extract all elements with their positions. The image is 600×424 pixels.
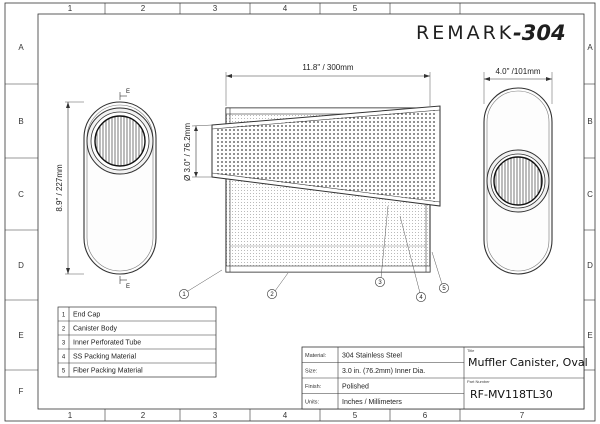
outlet-ribs — [493, 156, 543, 206]
zone-col-2-bottom: 2 — [141, 411, 146, 420]
part-1-number: 1 — [62, 313, 66, 319]
zone-row-b-left: B — [18, 117, 23, 126]
part-5-number: 5 — [62, 369, 66, 375]
size-value: 3.0 in. (76.2mm) Inner Dia. — [342, 368, 425, 375]
drawing-title: Muffler Canister, Oval — [468, 356, 588, 369]
center-section-view: 11.8" / 300mm Ø 3.0" / 76.2mm 1 2 3 4 — [179, 63, 449, 302]
zone-col-2-top: 2 — [141, 4, 146, 13]
title-label: Title — [467, 348, 475, 353]
tube-diameter-arrow-top — [194, 126, 198, 131]
callout-1-leader — [187, 269, 223, 292]
width-arrow-right — [546, 77, 552, 81]
part-1-name: End Cap — [73, 312, 100, 319]
width-arrow-left — [484, 77, 490, 81]
zone-row-d-left: D — [18, 261, 24, 270]
finish-value: Polished — [342, 384, 369, 391]
part-2-name: Canister Body — [73, 326, 117, 333]
width-dimension-label: 4.0" /101mm — [495, 67, 540, 76]
section-mark-top: E — [126, 89, 130, 95]
zone-col-1-top: 1 — [68, 4, 73, 13]
zone-col-3-top: 3 — [213, 4, 218, 13]
part-3-number: 3 — [62, 341, 66, 347]
callout-4: 4 — [416, 292, 426, 302]
outer-border — [4, 2, 596, 422]
length-arrow-right — [424, 74, 430, 78]
zone-row-e-left: E — [18, 331, 23, 340]
brand-name: REMARK — [416, 22, 514, 44]
zone-col-3-bottom: 3 — [213, 411, 218, 420]
material-value: 304 Stainless Steel — [342, 353, 402, 360]
part-2-number: 2 — [62, 327, 66, 333]
tube-diameter-label: Ø 3.0" / 76.2mm — [183, 123, 192, 181]
zone-row-c-right: C — [587, 190, 593, 199]
zone-col-4-bottom: 4 — [283, 411, 288, 420]
end-cap-inner-outline — [86, 104, 154, 272]
brand-logo: REMARK -304 — [416, 21, 566, 45]
part-number: RF-MV118TL30 — [470, 388, 553, 401]
part-4-number: 4 — [62, 355, 66, 361]
height-arrow-top — [66, 102, 70, 108]
height-dimension-label: 8.9" / 227mm — [55, 164, 64, 212]
inlet-opening-edge — [94, 115, 146, 167]
length-dimension-label: 11.8" / 300mm — [302, 63, 353, 72]
parts-list-border — [57, 306, 217, 378]
callout-4-number: 4 — [419, 295, 423, 301]
brand-suffix: -304 — [513, 21, 566, 45]
zone-row-f-left: F — [19, 387, 24, 396]
material-label: Material: — [305, 353, 327, 359]
tube-wall-top — [211, 109, 441, 130]
size-label: Size: — [305, 369, 318, 375]
parts-list: 1 End Cap 2 Canister Body 3 Inner Perfor… — [57, 306, 217, 378]
callout-5-leader — [431, 251, 443, 285]
callout-4-leader — [399, 215, 421, 294]
finish-label: Finish: — [305, 384, 322, 390]
title-block: Material: 304 Stainless Steel Size: 3.0 … — [301, 346, 588, 410]
right-end-view: 4.0" /101mm — [483, 67, 553, 275]
part-number-label: Part Number — [467, 379, 490, 384]
callout-3-number: 3 — [378, 280, 382, 286]
tube-wall-bottom — [211, 172, 441, 203]
zone-col-6-bottom: 6 — [423, 411, 428, 420]
callout-5: 5 — [439, 283, 449, 293]
left-end-view: E E 8.9" / 227mm — [55, 89, 157, 290]
part-4-name: SS Packing Material — [73, 354, 136, 361]
zone-row-c-left: C — [18, 190, 24, 199]
zone-row-b-right: B — [587, 117, 592, 126]
perforated-tube-holes — [216, 110, 436, 202]
zone-row-e-right: E — [587, 331, 592, 340]
callout-2-leader — [274, 272, 289, 292]
callout-3-leader — [380, 205, 389, 279]
tube-diameter-extension-top — [191, 124, 213, 127]
zone-col-5-top: 5 — [353, 4, 358, 13]
section-mark-bottom: E — [126, 284, 130, 290]
callout-1-number: 1 — [182, 292, 186, 298]
canister-wall-bottom — [225, 265, 431, 273]
zone-col-1-bottom: 1 — [68, 411, 73, 420]
units-value: Inches / Millimeters — [342, 399, 402, 406]
zone-col-7-bottom: 7 — [520, 411, 525, 420]
callout-2: 2 — [267, 289, 277, 299]
zone-col-4-top: 4 — [283, 4, 288, 13]
units-label: Units: — [305, 400, 320, 406]
zone-row-a-right: A — [587, 43, 593, 52]
callout-2-number: 2 — [270, 292, 274, 298]
callout-5-number: 5 — [442, 286, 446, 292]
part-5-name: Fiber Packing Material — [73, 368, 143, 375]
height-arrow-bottom — [66, 268, 70, 274]
callout-1: 1 — [179, 289, 189, 299]
zone-ticks — [5, 3, 595, 421]
part-3-name: Inner Perforated Tube — [73, 340, 141, 347]
callout-3: 3 — [375, 277, 385, 287]
zone-row-d-right: D — [587, 261, 593, 270]
tube-diameter-arrow-bottom — [194, 172, 198, 177]
zone-col-5-bottom: 5 — [353, 411, 358, 420]
length-arrow-left — [226, 74, 232, 78]
zone-row-a-left: A — [18, 43, 24, 52]
